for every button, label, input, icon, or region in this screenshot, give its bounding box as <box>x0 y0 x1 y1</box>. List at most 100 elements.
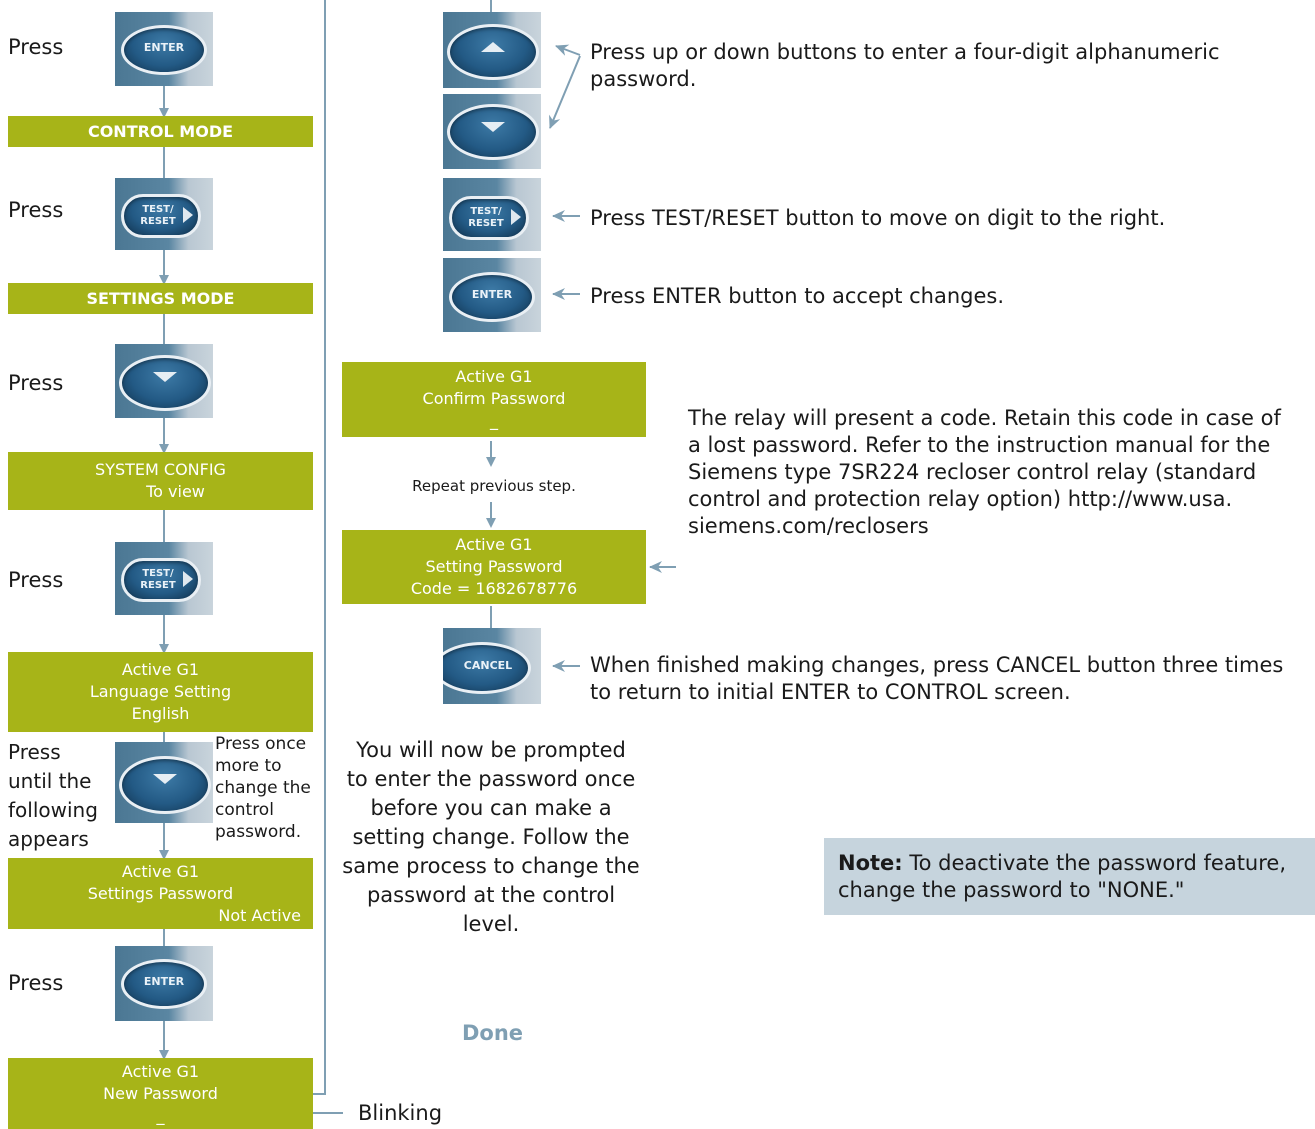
test-reset-label-1: TEST/ <box>142 204 174 215</box>
settings-password-box: Active G1 Settings Password Not Active <box>8 858 313 929</box>
up-button[interactable] <box>443 12 541 88</box>
cancel-button[interactable]: CANCEL <box>443 628 541 704</box>
press-once-line: Press once <box>215 734 307 754</box>
enter-button-label: ENTER <box>143 41 185 54</box>
setting-password-line-2: Setting Password <box>425 557 563 576</box>
cancel-description-line: to return to initial ENTER to CONTROL sc… <box>590 680 1071 704</box>
up-down-description-line: password. <box>590 67 697 91</box>
prompt-description-line: before you can make a <box>370 796 612 820</box>
cancel-description-line: When finished making changes, press CANC… <box>590 653 1284 677</box>
press-label: Press <box>8 371 64 395</box>
language-line-1: Active G1 <box>121 660 200 679</box>
down-button[interactable] <box>443 94 541 169</box>
system-config-subtitle: To view <box>146 482 205 501</box>
confirm-password-line-1: Active G1 <box>455 367 533 386</box>
language-line-3: English <box>131 704 190 723</box>
down-button[interactable] <box>115 742 213 823</box>
enter-button-label: ENTER <box>471 288 513 301</box>
press-until-text: Press until the following appears <box>8 738 98 854</box>
system-config-box: SYSTEM CONFIG To view <box>8 452 313 510</box>
language-setting-box: Active G1 Language Setting English <box>8 652 313 732</box>
arrow-up-icon <box>481 42 505 52</box>
confirm-password-cursor: _ <box>490 411 498 430</box>
cancel-button-label: CANCEL <box>463 659 513 672</box>
prompt-description: You will now be prompted to enter the pa… <box>326 736 656 939</box>
control-mode-box: CONTROL MODE <box>8 116 313 147</box>
test-reset-button[interactable]: TEST/ RESET <box>115 178 213 250</box>
press-label: Press <box>8 971 64 995</box>
test-reset-label-2: RESET <box>468 218 504 229</box>
setting-password-line-1: Active G1 <box>455 535 533 554</box>
press-label: Press <box>8 35 64 59</box>
play-right-icon <box>511 209 521 225</box>
enter-button[interactable]: ENTER <box>115 946 213 1021</box>
new-password-box: Active G1 New Password _ <box>8 1058 313 1129</box>
settings-password-line-1: Active G1 <box>121 861 200 881</box>
arrow-down-icon <box>153 372 177 382</box>
press-once-line: more to <box>215 756 282 776</box>
relay-code-line: Siemens type 7SR224 recloser control rel… <box>688 460 1257 484</box>
note-label: Note: <box>838 851 903 875</box>
press-label: Press <box>8 568 64 592</box>
enter-description: Press ENTER button to accept changes. <box>590 284 1005 308</box>
new-password-line-2: New Password <box>103 1083 218 1103</box>
down-button[interactable] <box>115 344 213 418</box>
press-until-line: Press <box>8 740 61 764</box>
press-once-text: Press once more to change the control pa… <box>215 733 311 843</box>
press-once-line: password. <box>215 822 302 842</box>
settings-password-line-2: Settings Password <box>87 883 234 903</box>
prompt-description-line: You will now be prompted <box>356 738 626 762</box>
system-config-title: SYSTEM CONFIG <box>95 460 226 479</box>
arrow-down-icon <box>153 774 177 784</box>
relay-code-line: siemens.com/reclosers <box>688 514 929 538</box>
settings-mode-box: SETTINGS MODE <box>8 283 313 314</box>
prompt-description-line: level. <box>462 912 520 936</box>
settings-mode-text: SETTINGS MODE <box>86 288 235 308</box>
settings-password-status: Not Active <box>218 905 301 925</box>
blinking-label: Blinking <box>358 1101 443 1125</box>
repeat-step-text: Repeat previous step. <box>412 477 576 495</box>
up-down-description-line: Press up or down buttons to enter a four… <box>590 40 1220 64</box>
new-password-cursor: _ <box>156 1105 165 1125</box>
enter-button[interactable]: ENTER <box>115 12 213 86</box>
language-line-2: Language Setting <box>89 682 232 701</box>
new-password-line-1: Active G1 <box>121 1061 200 1081</box>
prompt-description-line: password at the control <box>366 883 616 907</box>
press-until-line: following <box>8 798 98 822</box>
setting-password-box: Active G1 Setting Password Code = 168267… <box>342 530 646 604</box>
arrow-down-icon <box>481 122 505 132</box>
prompt-description-line: to enter the password once <box>346 767 636 791</box>
test-reset-description: Press TEST/RESET button to move on digit… <box>590 206 1166 230</box>
play-right-icon <box>183 207 193 223</box>
play-right-icon <box>183 571 193 587</box>
press-label: Press <box>8 198 64 222</box>
note-text: change the password to "NONE." <box>838 878 1185 902</box>
press-until-line: appears <box>8 827 89 851</box>
setting-password-code: Code = 1682678776 <box>410 579 578 598</box>
press-once-line: control <box>215 800 274 820</box>
test-reset-button[interactable]: TEST/ RESET <box>443 178 541 251</box>
prompt-description-line: same process to change the <box>342 854 640 878</box>
press-until-line: until the <box>8 769 92 793</box>
test-reset-button[interactable]: TEST/ RESET <box>115 542 213 615</box>
test-reset-label-2: RESET <box>140 580 176 591</box>
up-down-description: Press up or down buttons to enter a four… <box>590 39 1220 93</box>
control-mode-text: CONTROL MODE <box>87 121 234 141</box>
press-once-line: change the <box>215 778 311 798</box>
enter-button-label: ENTER <box>143 975 185 988</box>
enter-button[interactable]: ENTER <box>443 258 541 332</box>
relay-code-line: The relay will present a code. Retain th… <box>688 406 1281 430</box>
confirm-password-line-2: Confirm Password <box>422 389 566 408</box>
done-label: Done <box>462 1021 524 1045</box>
prompt-description-line: setting change. Follow the <box>352 825 630 849</box>
test-reset-label-1: TEST/ <box>470 206 502 217</box>
relay-code-description: The relay will present a code. Retain th… <box>688 405 1281 540</box>
relay-code-line: a lost password. Refer to the instructio… <box>688 433 1271 457</box>
test-reset-label-2: RESET <box>140 216 176 227</box>
cancel-description: When finished making changes, press CANC… <box>590 652 1283 706</box>
confirm-password-box: Active G1 Confirm Password _ <box>342 362 646 437</box>
note-box: Note: To deactivate the password feature… <box>824 838 1315 915</box>
test-reset-label-1: TEST/ <box>142 568 174 579</box>
note-text: To deactivate the password feature, <box>902 851 1287 875</box>
relay-code-line: control and protection relay option) htt… <box>688 487 1233 511</box>
